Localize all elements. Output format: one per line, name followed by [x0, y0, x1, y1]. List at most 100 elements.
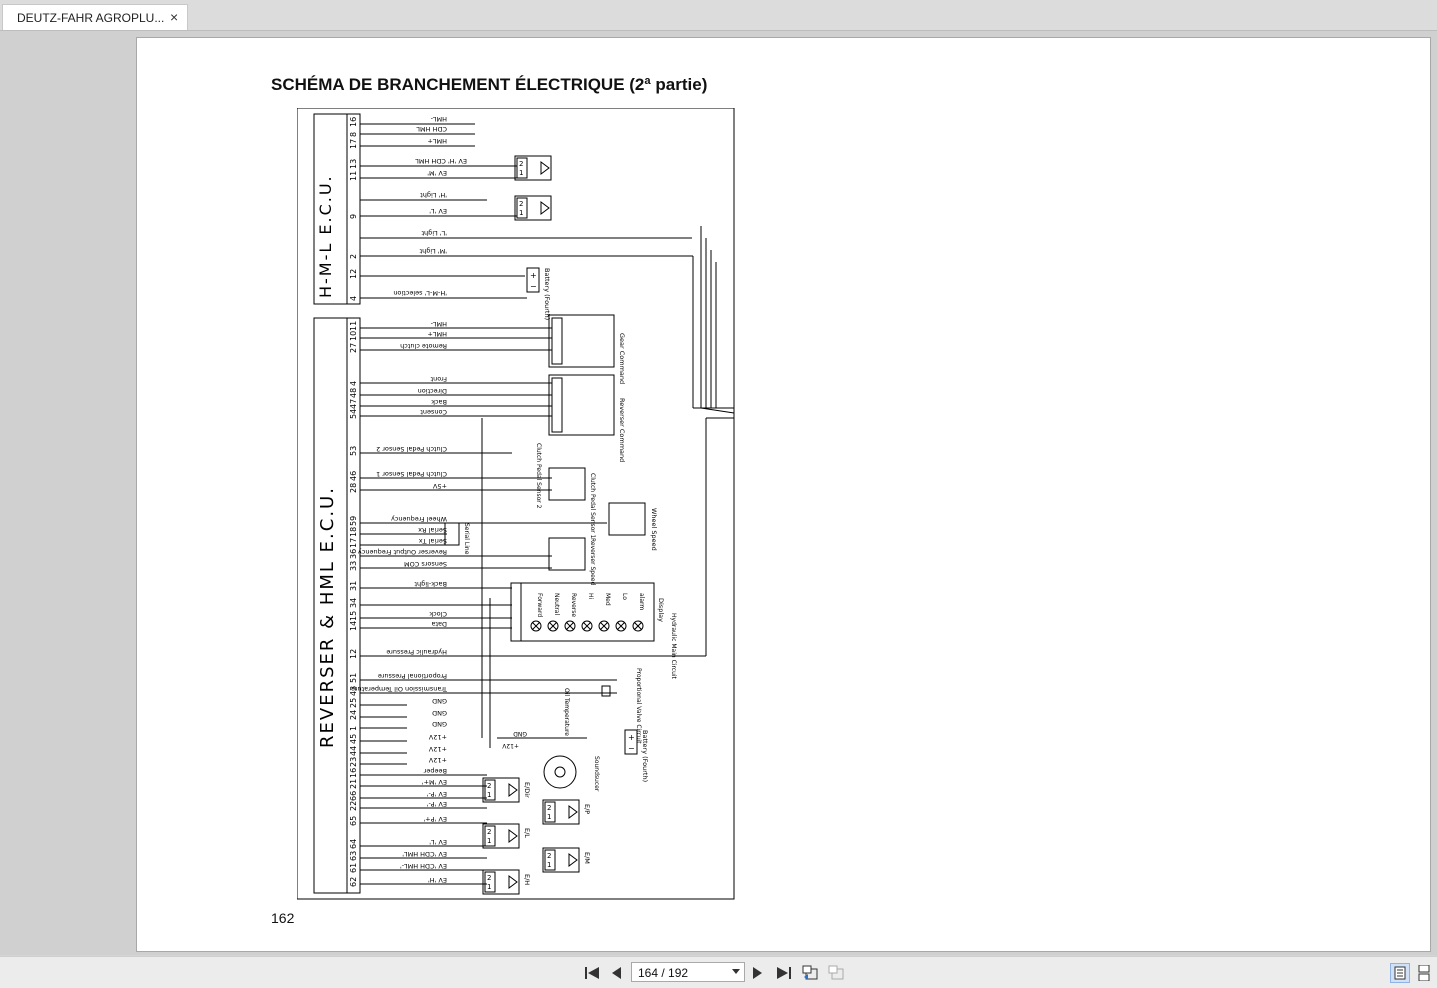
- close-icon[interactable]: ×: [170, 9, 179, 25]
- solenoid-valve: [514, 155, 552, 181]
- gear-command-box: [548, 314, 615, 368]
- display-led: [530, 620, 542, 632]
- bottom-pin-label: Clutch Pedal Sensor 1: [376, 470, 447, 478]
- bottom-pin-number: 24: [349, 710, 358, 720]
- valve-symbol: [508, 829, 518, 843]
- battery-top: [526, 267, 540, 293]
- previous-page-button[interactable]: [606, 963, 626, 983]
- terminal-number: 1: [519, 169, 523, 177]
- first-page-button[interactable]: [582, 963, 602, 983]
- continuous-view-button[interactable]: [1414, 963, 1434, 983]
- page-selector[interactable]: 164 / 192: [631, 962, 745, 982]
- terminal-number: 2: [487, 782, 491, 790]
- last-page-button[interactable]: [774, 963, 794, 983]
- last-page-icon: [777, 967, 791, 979]
- top-pin-label: EV 'L': [429, 207, 447, 215]
- single-page-view-button[interactable]: [1390, 963, 1410, 983]
- bottom-pin-number: 64: [349, 839, 358, 849]
- bottom-pin-number: 61: [349, 863, 358, 873]
- next-page-button[interactable]: [748, 963, 768, 983]
- bottom-pin-number: 43: [349, 686, 358, 696]
- valve-symbol: [540, 161, 550, 175]
- hml-ecu-pin-strip: [346, 113, 361, 305]
- document-viewer[interactable]: SCHÉMA DE BRANCHEMENT ÉLECTRIQUE (2ª par…: [0, 31, 1437, 955]
- serial-line-label: Serial Line: [463, 523, 470, 555]
- bottom-pin-label: EV 'L': [429, 838, 447, 846]
- document-tab[interactable]: DEUTZ-FAHR AGROPLU... ×: [2, 4, 188, 30]
- bottom-pin-label: GND: [432, 720, 447, 728]
- tab-bar: DEUTZ-FAHR AGROPLU... ×: [0, 0, 1437, 31]
- ev-valve-label: E/M: [583, 852, 591, 864]
- bottom-pin-label: +5V: [432, 482, 447, 490]
- page-number: 162: [271, 910, 295, 926]
- bottom-pin-number: 62: [349, 877, 358, 887]
- wheel-speed-box: [608, 502, 646, 536]
- bottom-pin-number: 31: [349, 581, 358, 591]
- ev-valve: [482, 869, 520, 895]
- continuous-pages-icon: [1418, 965, 1430, 981]
- reverser-command-box: [548, 374, 615, 436]
- go-back-view-button[interactable]: [800, 963, 820, 983]
- bottom-pin-label: EV 'CDH HML-': [400, 862, 447, 870]
- bottom-pin-number: 12: [349, 649, 358, 659]
- ev-valve-label: E/P: [583, 804, 591, 814]
- proportional-valve-label: Proportional Valve Circuit: [635, 668, 642, 744]
- ev-valve: [542, 799, 580, 825]
- valve-symbol: [508, 875, 518, 889]
- top-pin-label: 'M' Light: [419, 247, 447, 255]
- terminal-number: 1: [487, 791, 491, 799]
- single-page-icon: [1394, 966, 1406, 980]
- terminal-number: 1: [519, 209, 523, 217]
- terminal-number: 2: [547, 852, 551, 860]
- battery-minus: −: [628, 744, 635, 753]
- top-pin-label: HML+: [427, 137, 447, 145]
- top-pin-number: 13: [349, 159, 358, 169]
- display-led-label: Med: [604, 593, 611, 606]
- terminal-number: 2: [487, 874, 491, 882]
- tab-title: DEUTZ-FAHR AGROPLU...: [17, 11, 165, 25]
- bottom-pin-number: 1: [349, 726, 358, 731]
- display-led-label: Hi: [587, 593, 594, 600]
- battery-bottom-label: Battery (Fourth): [641, 730, 649, 782]
- top-pin-label: 'H' Light: [420, 191, 447, 199]
- terminal-number: 1: [487, 837, 491, 845]
- bottom-pin-label: Proportional Pressure: [378, 672, 447, 680]
- top-pin-number: 17: [349, 139, 358, 149]
- first-page-icon: [585, 967, 599, 979]
- bottom-pin-number: 11: [349, 321, 358, 331]
- proportional-valve-box: [601, 685, 611, 697]
- top-pin-label: 'L' Light: [421, 229, 447, 237]
- battery-plus: +: [628, 733, 635, 742]
- terminal-number: 2: [519, 160, 523, 168]
- clutch-sensor-2-label: Clutch Pedal Sensor 2: [535, 443, 542, 509]
- bottom-pin-number: 65: [349, 816, 358, 826]
- bottom-pin-number: 44: [349, 746, 358, 756]
- top-pin-label: HML-: [430, 115, 447, 123]
- go-forward-view-button[interactable]: [826, 963, 846, 983]
- display-led-cross: [549, 622, 557, 630]
- bottom-pin-label: Reverser Output Frequency: [358, 548, 447, 556]
- bottom-pin-number: 46: [349, 471, 358, 481]
- bottom-pin-number: 17: [349, 538, 358, 548]
- top-pin-label: EV 'M': [427, 169, 447, 177]
- bottom-pin-label: Direction: [418, 387, 447, 395]
- top-pin-number: 12: [349, 269, 358, 279]
- bottom-pin-label: +12V: [428, 745, 447, 753]
- terminal-number: 2: [547, 804, 551, 812]
- bottom-pin-label: Back: [431, 398, 447, 406]
- terminal-number: 1: [547, 861, 551, 869]
- gear-command-terminals: [551, 317, 563, 365]
- previous-page-icon: [612, 967, 621, 979]
- bottom-pin-number: 15: [349, 611, 358, 621]
- bottom-pin-label: Consent: [420, 408, 447, 416]
- display-led-label: Lo: [621, 593, 628, 600]
- battery-minus: −: [530, 282, 537, 291]
- bottom-pin-label: EV 'P+': [423, 815, 447, 823]
- display-led-cross: [566, 622, 574, 630]
- ev-valve: [482, 823, 520, 849]
- pos-label: +12V: [501, 742, 519, 749]
- bottom-pin-label: Hydraulic Pressure: [386, 648, 447, 656]
- reverser-ecu-label: REVERSER & HML E.C.U.: [317, 486, 338, 748]
- bottom-pin-label: GND: [432, 709, 447, 717]
- display-led: [598, 620, 610, 632]
